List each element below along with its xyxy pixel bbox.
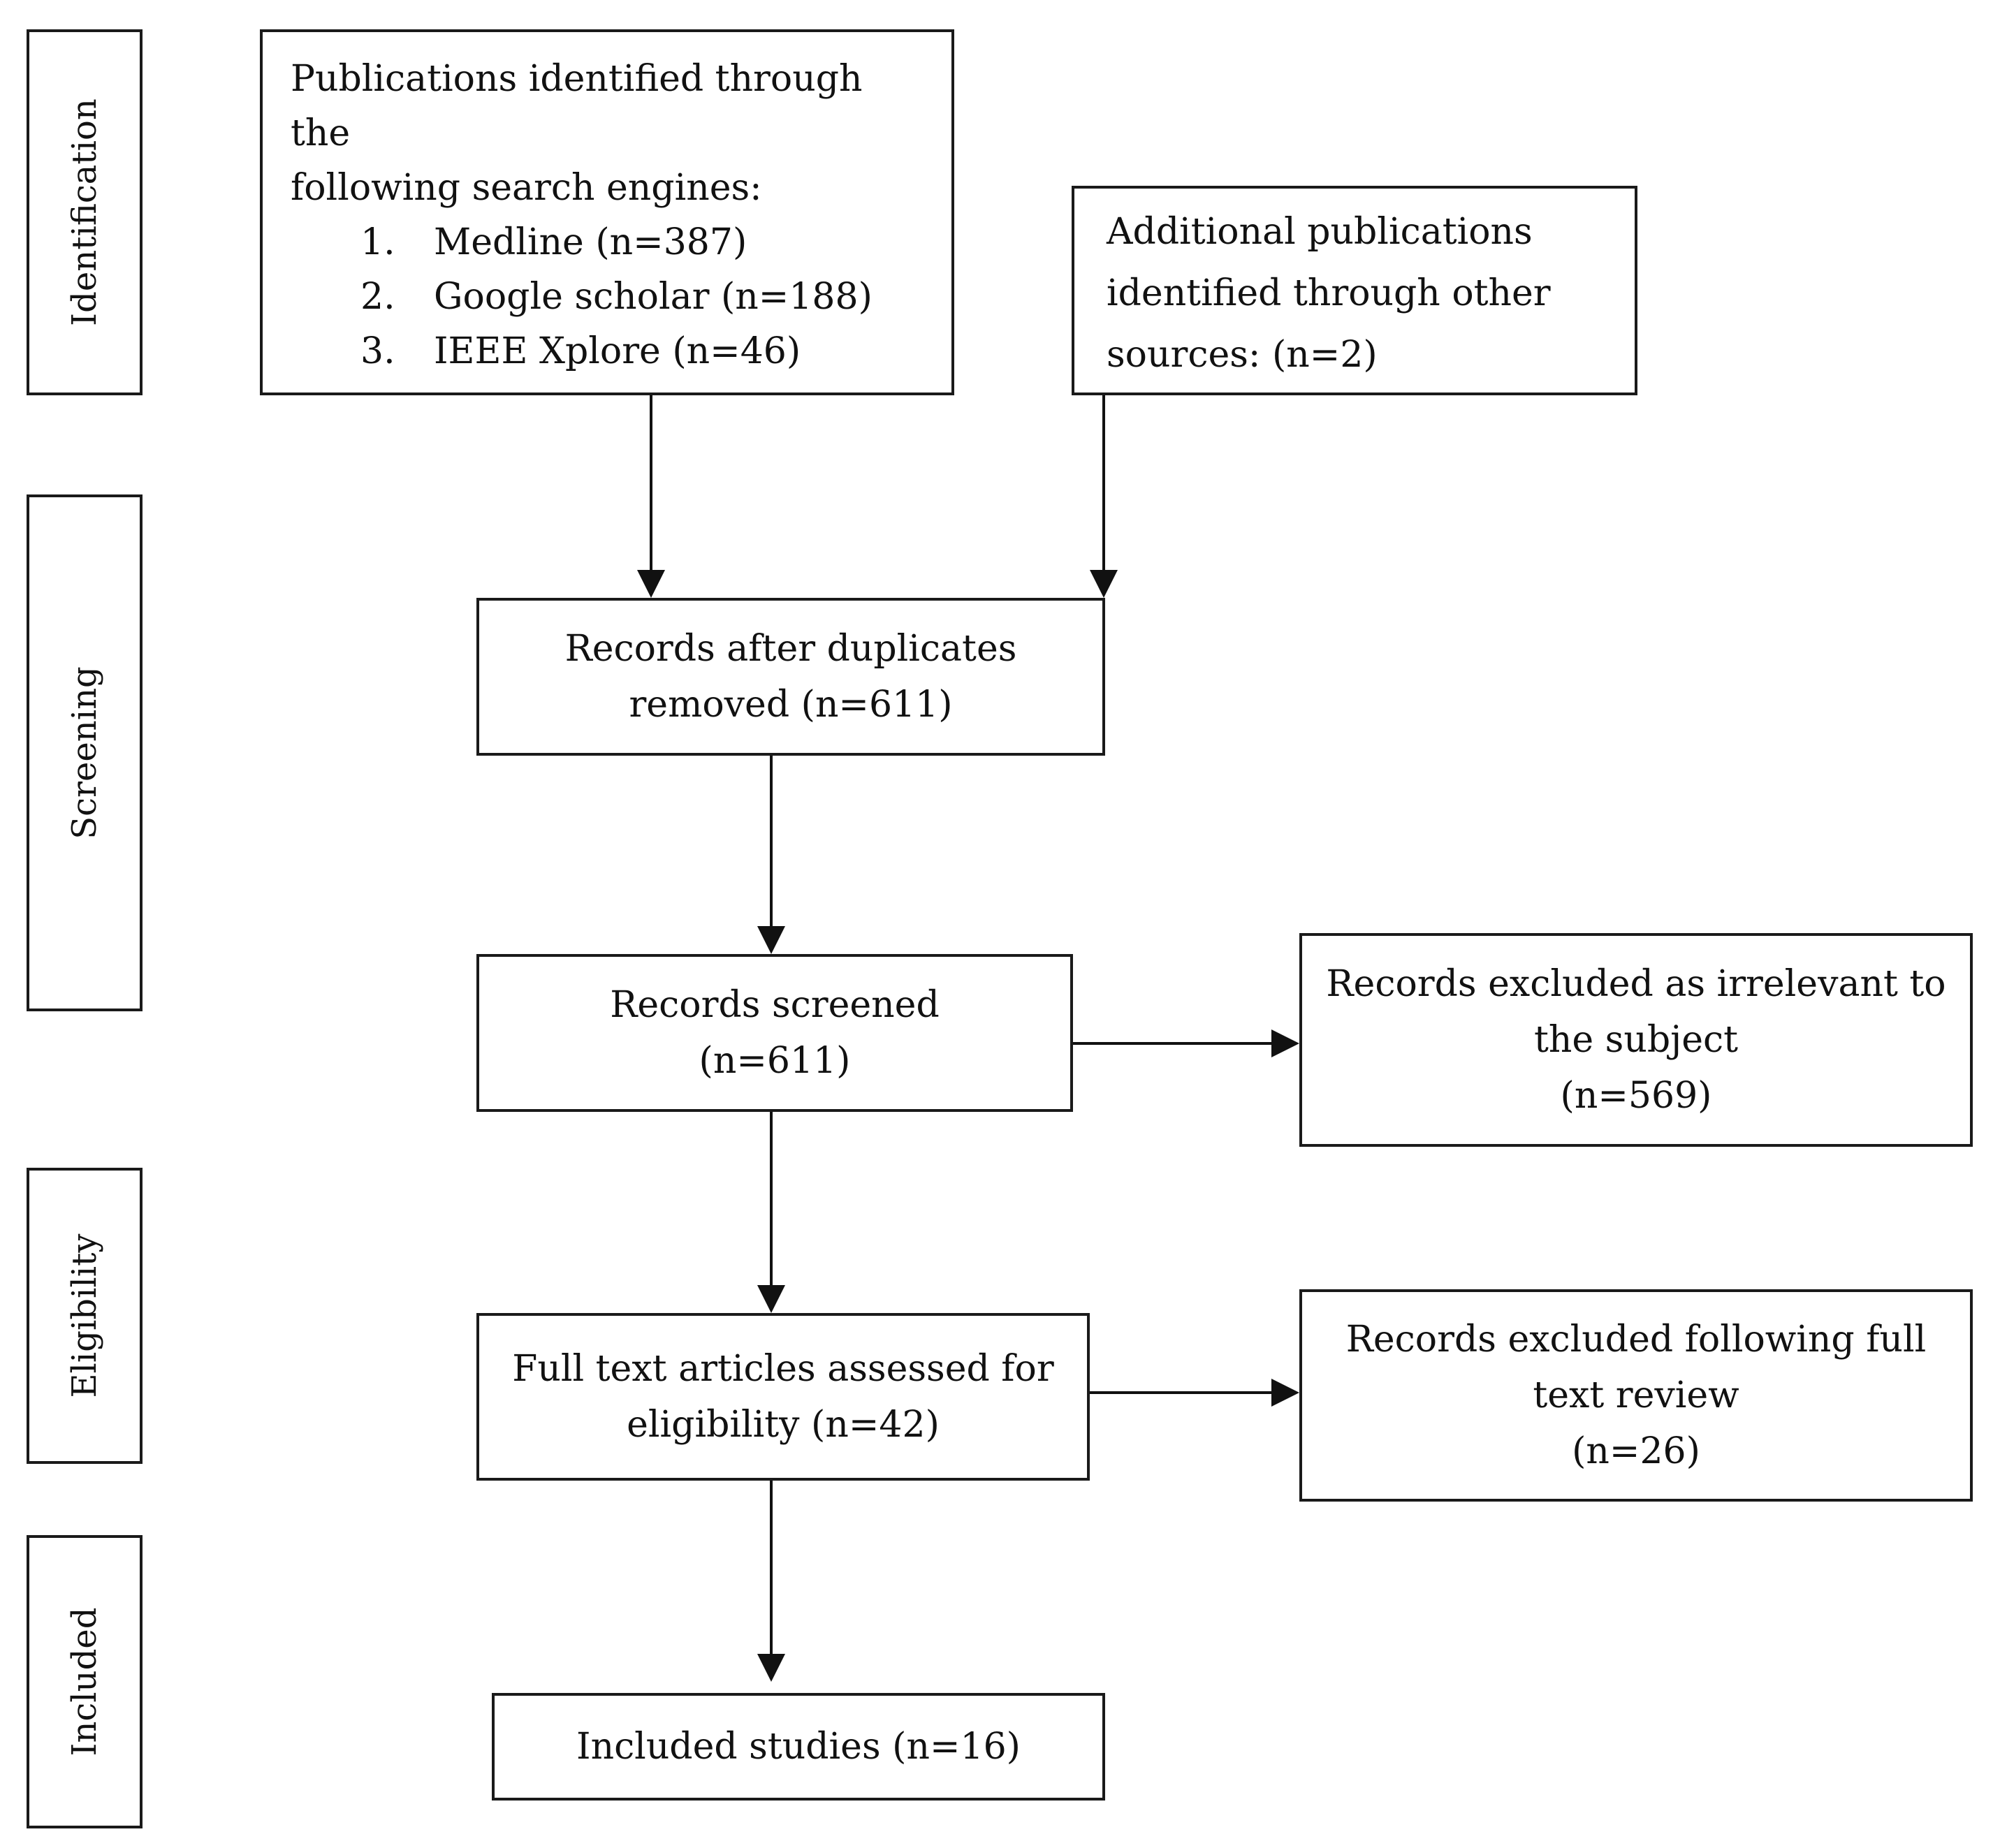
stage-eligibility: Eligibility [27, 1168, 143, 1464]
full-text-line1: Full text articles assessed for [512, 1348, 1054, 1390]
included-line1: Included studies (n=16) [576, 1726, 1021, 1768]
node-excluded-full-text: Records excluded following full text rev… [1299, 1289, 1973, 1502]
node-records-screened: Records screened (n=611) [476, 954, 1073, 1112]
excluded-full-text-line3: (n=26) [1572, 1430, 1700, 1472]
stage-screening: Screening [27, 494, 143, 1011]
node-search-engines: Publications identified through the foll… [260, 29, 954, 395]
additional-line2: identified through other [1107, 272, 1551, 314]
excluded-full-text-line2: text review [1533, 1374, 1739, 1416]
after-duplicates-line2: removed (n=611) [629, 684, 953, 726]
full-text-line2: eligibility (n=42) [627, 1404, 940, 1446]
search-engine-item: 2. Google scholar (n=188) [291, 270, 924, 324]
node-full-text-assessed: Full text articles assessed for eligibil… [476, 1313, 1090, 1481]
search-engine-item-text: Medline (n=387) [434, 221, 747, 263]
additional-line1: Additional publications [1107, 211, 1533, 253]
excluded-full-text-line1: Records excluded following full [1345, 1319, 1927, 1361]
excluded-irrelevant-line1: Records excluded as irrelevant to [1326, 963, 1946, 1005]
node-excluded-irrelevant: Records excluded as irrelevant to the su… [1299, 933, 1973, 1147]
search-engine-item-number: 3. [360, 330, 395, 372]
node-additional-sources: Additional publications identified throu… [1072, 186, 1637, 395]
search-engine-item: 1. Medline (n=387) [291, 215, 924, 270]
stage-included: Included [27, 1535, 143, 1828]
search-engines-line1: Publications identified through the [291, 58, 863, 154]
search-engine-item-text: Google scholar (n=188) [434, 276, 873, 318]
node-included-studies: Included studies (n=16) [492, 1693, 1105, 1801]
search-engine-item-number: 2. [360, 276, 395, 318]
additional-line3: sources: (n=2) [1107, 334, 1378, 376]
after-duplicates-line1: Records after duplicates [564, 628, 1017, 670]
search-engine-item-number: 1. [360, 221, 395, 263]
stage-identification: Identification [27, 29, 143, 395]
screened-line2: (n=611) [699, 1040, 851, 1082]
search-engines-line2: following search engines: [291, 167, 762, 209]
search-engine-item-text: IEEE Xplore (n=46) [434, 330, 801, 372]
screened-line1: Records screened [610, 984, 940, 1026]
excluded-irrelevant-line2: the subject [1533, 1019, 1739, 1061]
node-after-duplicates: Records after duplicates removed (n=611) [476, 598, 1105, 756]
excluded-irrelevant-line3: (n=569) [1560, 1075, 1712, 1117]
search-engine-item: 3. IEEE Xplore (n=46) [291, 324, 924, 379]
